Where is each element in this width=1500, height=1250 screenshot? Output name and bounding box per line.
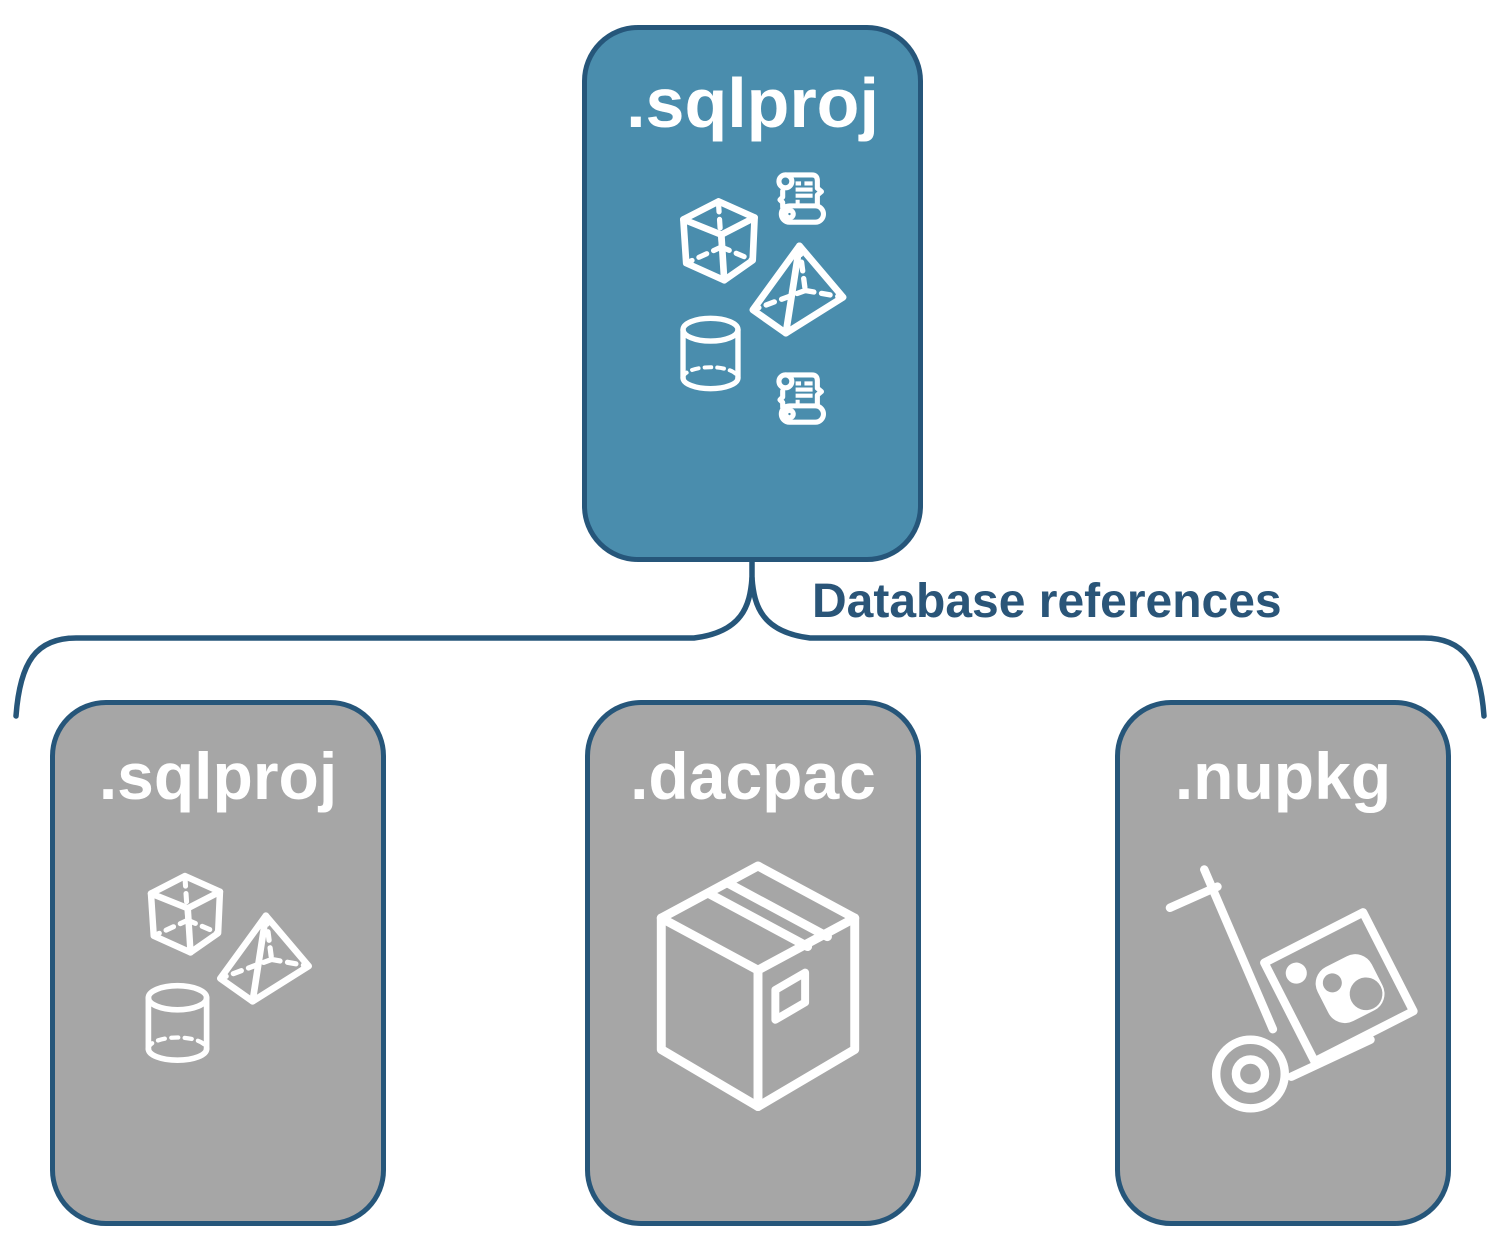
child-node-title: .dacpac	[630, 739, 876, 813]
child-node-nupkg: .nupkg	[1115, 700, 1451, 1226]
connector-label: Database references	[812, 575, 1282, 628]
pyramid-icon	[213, 911, 315, 1006]
nuget-handtruck-icon	[1162, 855, 1426, 1140]
pyramid-icon	[745, 241, 850, 338]
package-box-icon	[634, 851, 882, 1124]
cylinder-icon	[677, 314, 744, 395]
scroll-icon	[765, 161, 833, 229]
child-node-dacpac: .dacpac	[585, 700, 921, 1226]
child-node-title: .sqlproj	[98, 739, 338, 813]
scroll-icon	[765, 361, 833, 429]
cylinder-icon	[142, 981, 213, 1067]
root-node-sqlproj: .sqlproj	[582, 25, 923, 562]
root-node-title: .sqlproj	[626, 64, 879, 142]
child-node-title: .nupkg	[1174, 739, 1392, 813]
child-node-sqlproj: .sqlproj	[50, 700, 386, 1226]
